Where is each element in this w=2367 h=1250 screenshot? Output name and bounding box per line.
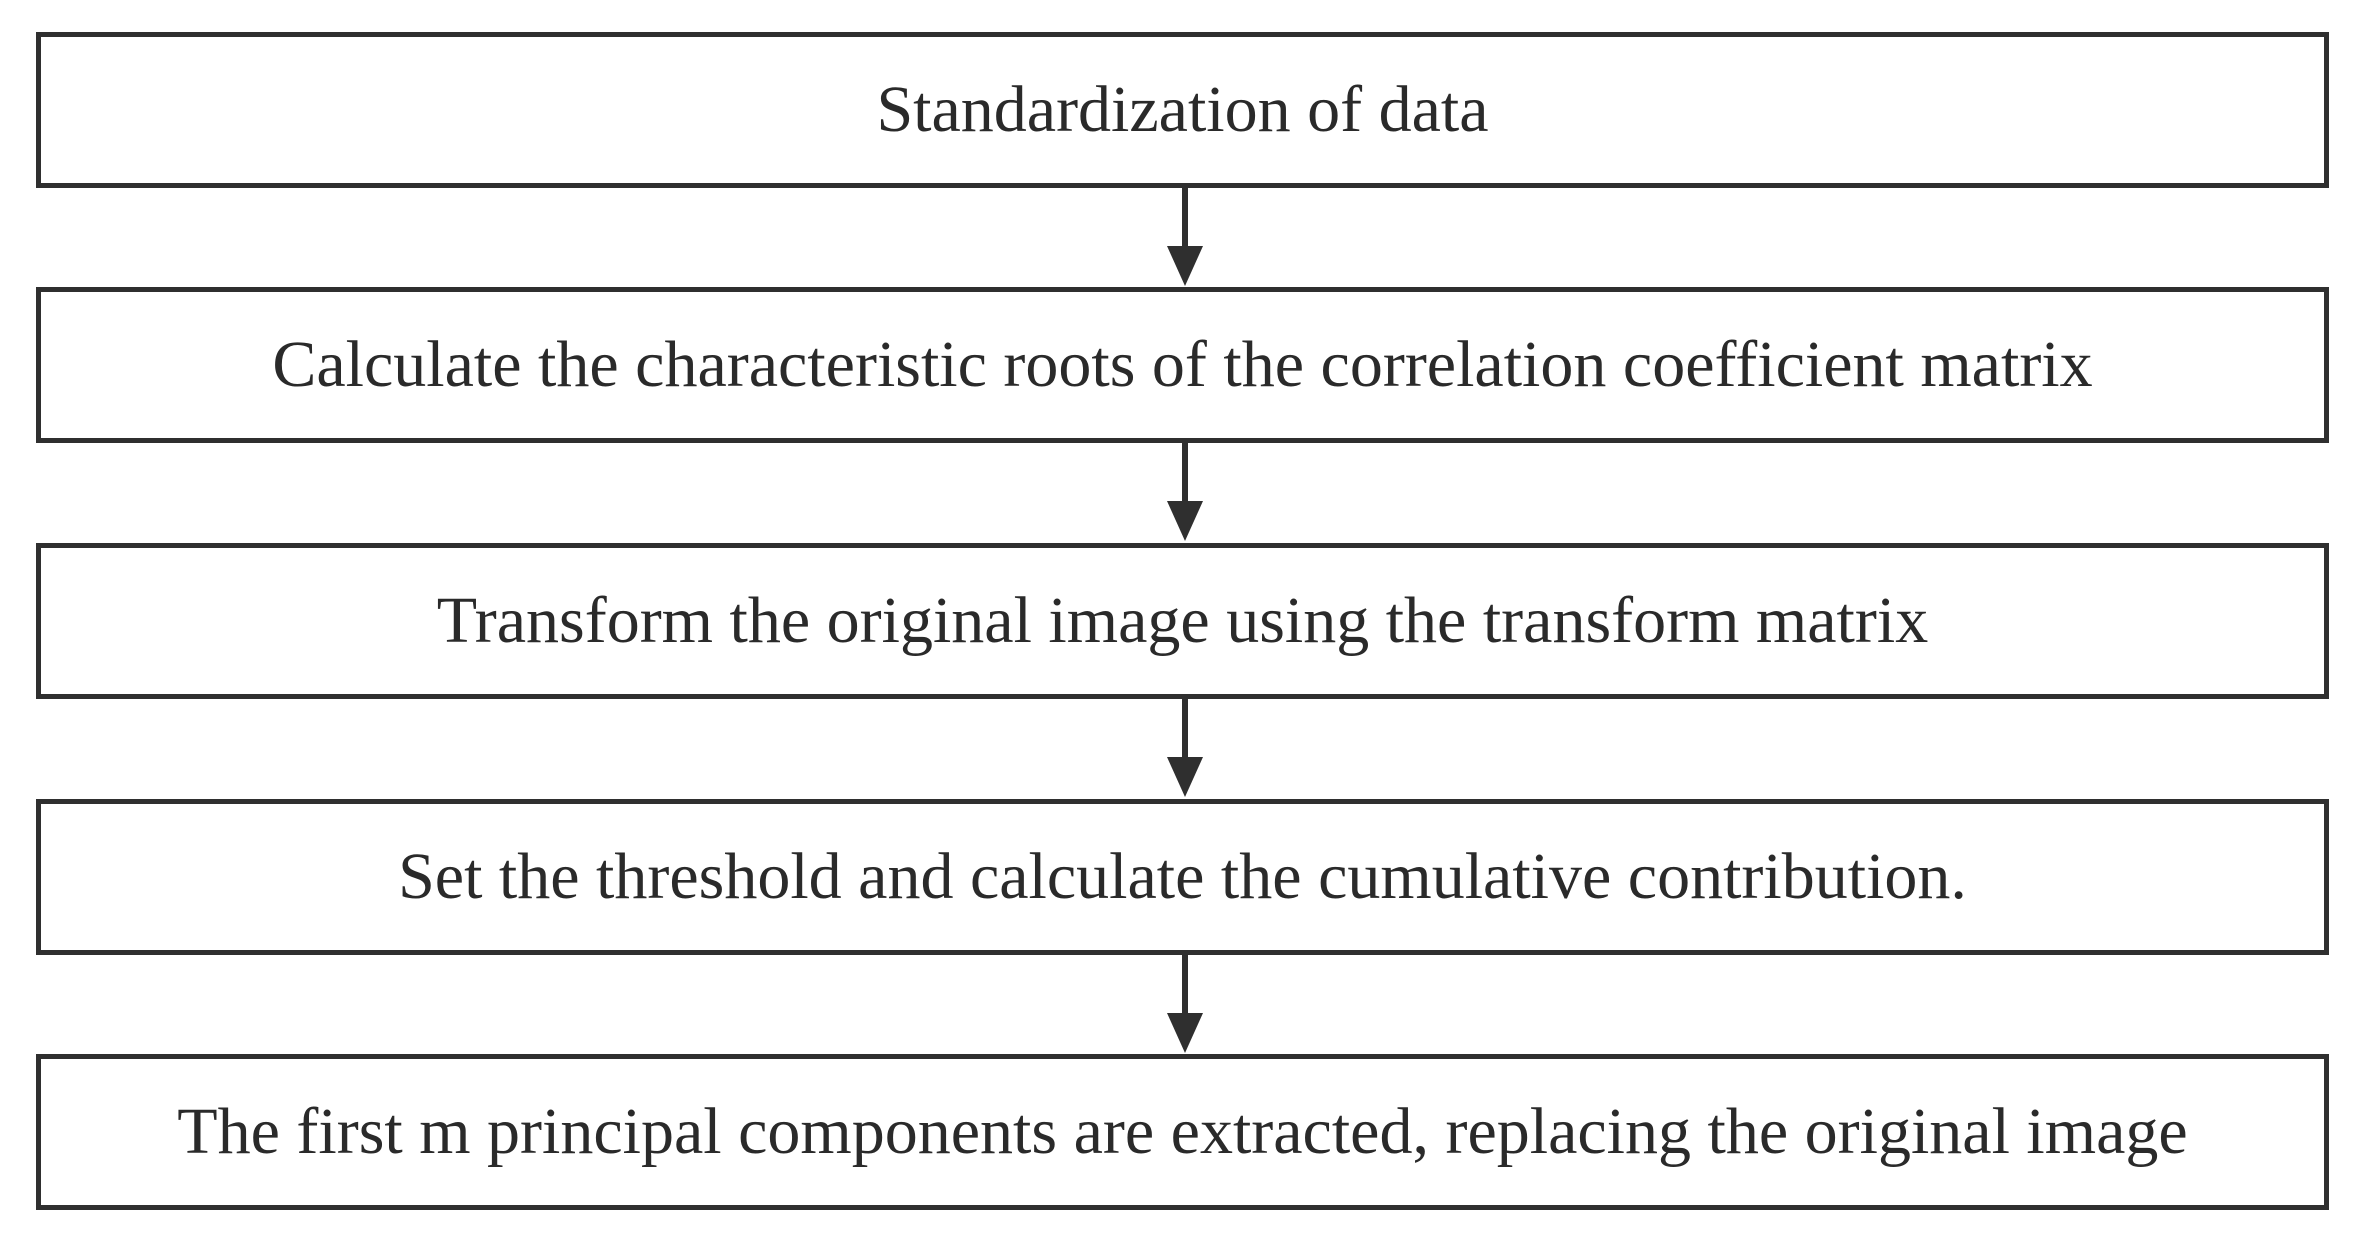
step-label: Calculate the characteristic roots of th… bbox=[272, 328, 2093, 401]
step-box-principal-components: The first m principal components are ext… bbox=[36, 1054, 2329, 1210]
down-arrow-icon bbox=[1167, 955, 1203, 1053]
step-label: The first m principal components are ext… bbox=[177, 1095, 2188, 1168]
step-label: Transform the original image using the t… bbox=[436, 584, 1929, 657]
step-label: Standardization of data bbox=[876, 73, 1489, 146]
step-box-characteristic-roots: Calculate the characteristic roots of th… bbox=[36, 287, 2329, 443]
step-label: Set the threshold and calculate the cumu… bbox=[398, 840, 1967, 913]
step-box-standardization: Standardization of data bbox=[36, 32, 2329, 188]
step-box-threshold: Set the threshold and calculate the cumu… bbox=[36, 799, 2329, 955]
down-arrow-icon bbox=[1167, 443, 1203, 541]
down-arrow-icon bbox=[1167, 699, 1203, 797]
step-box-transform-image: Transform the original image using the t… bbox=[36, 543, 2329, 699]
down-arrow-icon bbox=[1167, 188, 1203, 286]
